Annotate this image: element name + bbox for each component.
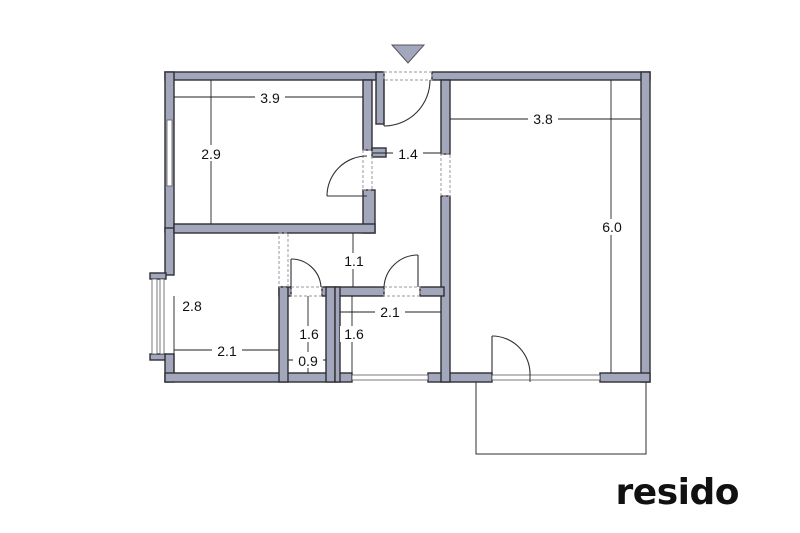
- dim-living-width: 3.8: [533, 111, 553, 127]
- dim-bath-width: 2.1: [380, 304, 400, 320]
- window-bedroom: [166, 119, 173, 187]
- dimension-labels: 3.9 2.9 1.4 1.1 3.8 6.0 2.8 2.1 1.6 0.9 …: [177, 89, 626, 369]
- dim-room-width: 2.1: [217, 343, 237, 359]
- window-bay: [151, 278, 158, 355]
- dim-room-depth: 2.8: [182, 298, 202, 314]
- dim-living-depth: 6.0: [602, 219, 622, 235]
- dim-bedroom-width: 3.9: [260, 90, 280, 106]
- window-living: [491, 374, 601, 381]
- balcony-outline: [475, 381, 647, 455]
- dim-bedroom-depth: 2.9: [201, 146, 221, 162]
- resido-logo: resido: [616, 472, 739, 513]
- entrance-arrow-icon: [390, 44, 426, 64]
- dim-bath-depth: 1.6: [344, 326, 364, 342]
- walls: [149, 71, 651, 383]
- dim-hall-depth: 1.1: [344, 253, 364, 269]
- dim-wc-width: 0.9: [298, 353, 318, 369]
- door-openings: [278, 71, 451, 297]
- dim-hall-width: 1.4: [398, 146, 418, 162]
- dim-wc-depth: 1.6: [299, 326, 319, 342]
- window-bath: [351, 374, 429, 381]
- windows: [151, 119, 601, 382]
